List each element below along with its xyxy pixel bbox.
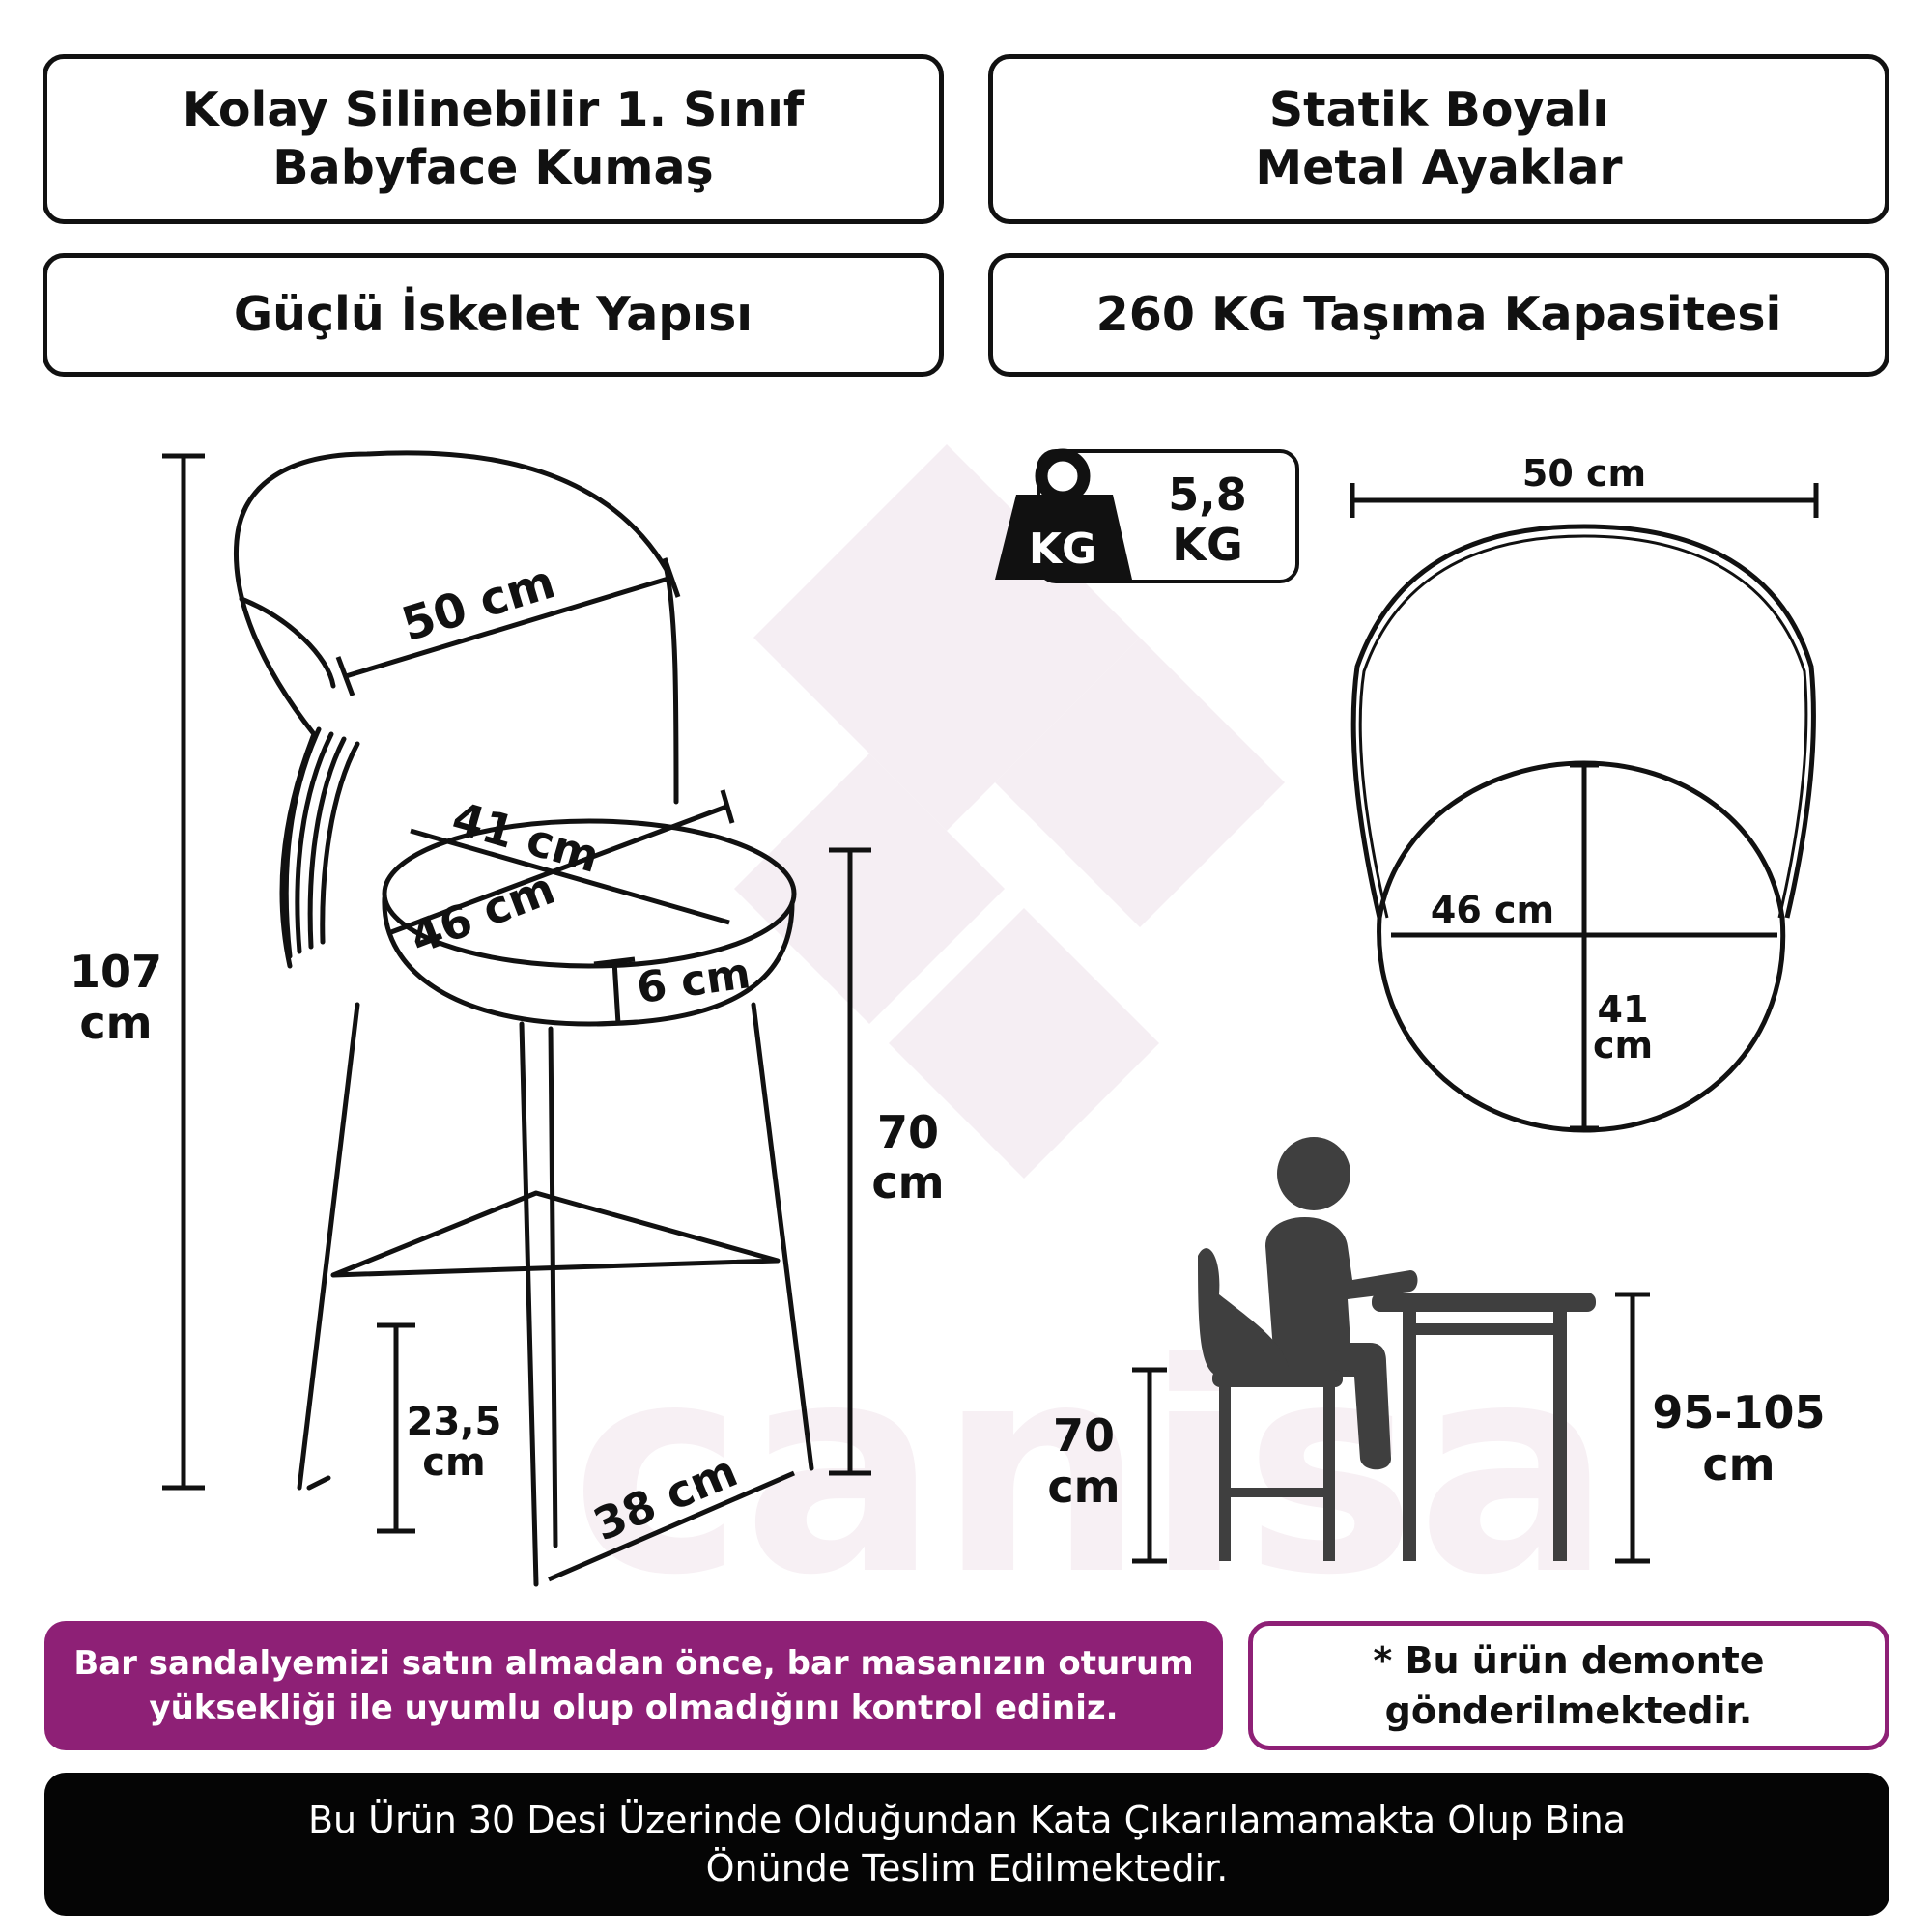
top-view-dimension-lines xyxy=(1350,483,1819,1131)
dim-seat-depth: 46 cm xyxy=(403,862,561,964)
person-head-icon xyxy=(1277,1137,1350,1210)
assembly-note: * Bu ürün demonte gönderilmektedir. xyxy=(1248,1621,1889,1750)
dim-seat-height: 70 xyxy=(877,1106,939,1158)
usage-dimension-lines xyxy=(1132,1292,1650,1564)
feature-frame: Güçlü İskelet Yapısı xyxy=(43,253,944,377)
chair-seat-side xyxy=(382,895,795,1027)
seat-height-warning-line2: yüksekliği ile uyumlu olup olmadığını ko… xyxy=(149,1689,1119,1727)
usage-chair-seat-icon xyxy=(1212,1370,1343,1387)
weight-unit: KG xyxy=(1172,519,1242,571)
dim-total-height: 107 xyxy=(70,946,162,998)
usage-chair-height: 70 xyxy=(1053,1409,1115,1462)
dim-total-height-unit: cm xyxy=(79,997,152,1049)
usage-chair-height-unit: cm xyxy=(1047,1461,1120,1513)
feature-legs: Statik Boyalı Metal Ayaklar xyxy=(988,54,1889,224)
feature-frame-line1: Güçlü İskelet Yapısı xyxy=(233,287,753,342)
top-dim-depth-2: cm xyxy=(1593,1024,1653,1066)
feature-capacity-line1: 260 KG Taşıma Kapasitesi xyxy=(1095,287,1782,342)
chair-drawing xyxy=(233,450,814,1587)
chair-seat-top xyxy=(382,818,797,969)
watermark-logo xyxy=(734,444,1285,1179)
usage-chair-back-icon xyxy=(1198,1248,1290,1377)
weight-icon-label: KG xyxy=(1029,525,1096,574)
weight-value: 5,8 xyxy=(1168,469,1247,521)
weight-icon: KG xyxy=(995,448,1132,580)
usage-table-top-icon xyxy=(1372,1293,1596,1312)
delivery-note-line1: Bu Ürün 30 Desi Üzerinde Olduğundan Kata… xyxy=(307,1799,1627,1841)
top-dim-width: 50 cm xyxy=(1522,452,1646,495)
person-body-icon xyxy=(1265,1217,1418,1470)
dim-footrest-unit: cm xyxy=(422,1440,485,1485)
feature-fabric-line1: Kolay Silinebilir 1. Sınıf xyxy=(182,82,805,137)
feature-fabric: Kolay Silinebilir 1. Sınıf Babyface Kuma… xyxy=(43,54,944,224)
seat-height-warning-line1: Bar sandalyemizi satın almadan önce, bar… xyxy=(73,1644,1194,1683)
top-dim-depth-1: 41 xyxy=(1598,988,1649,1031)
delivery-note-line2: Önünde Teslim Edilmektedir. xyxy=(705,1847,1229,1889)
delivery-note: Bu Ürün 30 Desi Üzerinde Olduğundan Kata… xyxy=(44,1773,1889,1916)
dim-seat-height-unit: cm xyxy=(871,1156,944,1208)
assembly-note-line2: gönderilmektedir. xyxy=(1384,1690,1753,1732)
usage-table-height: 95-105 xyxy=(1652,1386,1825,1438)
watermark-text: canisa xyxy=(571,1301,1612,1638)
chair-dimension-lines xyxy=(162,453,871,1582)
feature-legs-line2: Metal Ayaklar xyxy=(1255,140,1623,195)
weight-badge: KG 5,8 KG xyxy=(995,448,1299,583)
usage-illustration xyxy=(1198,1137,1596,1561)
assembly-note-line1: * Bu ürün demonte xyxy=(1373,1639,1765,1682)
dim-cushion: 6 cm xyxy=(634,949,753,1013)
feature-fabric-line2: Babyface Kumaş xyxy=(272,140,714,195)
seat-height-warning: Bar sandalyemizi satın almadan önce, bar… xyxy=(44,1621,1223,1750)
usage-table-height-unit: cm xyxy=(1702,1438,1775,1491)
feature-legs-line1: Statik Boyalı xyxy=(1268,82,1609,137)
dim-footrest: 23,5 xyxy=(407,1400,502,1444)
feature-capacity: 260 KG Taşıma Kapasitesi xyxy=(988,253,1889,377)
chair-footrest xyxy=(330,1190,781,1278)
top-dim-seat-width: 46 cm xyxy=(1431,889,1554,931)
top-view-drawing xyxy=(1350,524,1816,1133)
